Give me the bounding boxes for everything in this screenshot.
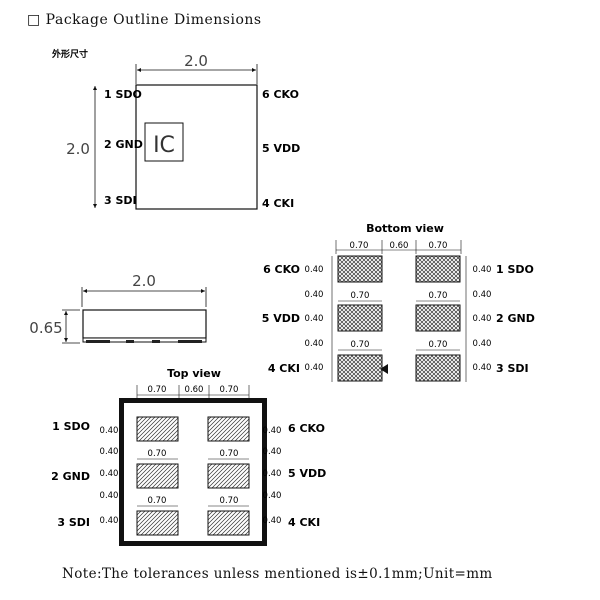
bottom-right-pitch-4: 0.40 [473,339,492,349]
chinese-dimension-label: 外形尺寸 [51,48,88,60]
top-package-outline [119,398,267,546]
bottom-pad-1 [415,255,461,283]
page-title: □ Package Outline Dimensions [27,12,262,28]
outline-pin-5: 5 VDD [262,142,300,155]
bottom-pad-5 [337,304,383,332]
bottom-pad-6 [337,255,383,283]
bottom-view-title: Bottom view [366,222,444,235]
bottom-right-pitch-2: 0.40 [473,290,492,300]
side-width-label: 2.0 [132,272,156,290]
bottom-top-dim-3: 0.70 [429,241,448,251]
bottom-pin-1: 1 SDO [496,263,534,276]
top-pad-2 [136,463,179,489]
top-left-pitch-4: 0.40 [100,491,119,501]
side-view: 2.0 0.65 [29,272,207,344]
top-left-pitch-5: 0.40 [100,516,119,526]
top-left-pitch-3: 0.40 [100,469,119,479]
bottom-inner-dim-3: 0.70 [351,340,370,350]
top-pin-2: 2 GND [51,470,90,483]
top-pad-6 [207,416,250,442]
top-pin-6: 6 CKO [288,422,325,435]
top-right-pitch-2: 0.40 [263,447,282,457]
bottom-pin-2: 2 GND [496,312,535,325]
top-right-pitch-5: 0.40 [263,516,282,526]
bottom-top-dim-2: 0.60 [390,241,409,251]
tolerance-note: Note:The tolerances unless mentioned is±… [62,566,493,582]
top-inner-dim-2: 0.70 [220,449,239,459]
bottom-pad-2 [415,304,461,332]
pin1-marker-icon [380,364,388,374]
bottom-left-pitch-3: 0.40 [305,314,324,324]
top-pin-5: 5 VDD [288,467,326,480]
ic-marking-box [144,122,184,162]
side-package-body [82,309,207,339]
bottom-inner-dim-4: 0.70 [429,340,448,350]
outline-height-label: 2.0 [66,140,90,158]
bottom-pad-3 [415,354,461,382]
bottom-pin-3: 3 SDI [496,362,529,375]
bottom-view: Bottom view 0.70 0.60 0.70 0.70 0.70 0.7… [262,222,535,382]
top-inner-dim-3: 0.70 [148,496,167,506]
top-top-dim-1: 0.70 [148,385,167,395]
top-left-pitch-1: 0.40 [100,426,119,436]
top-view-title: Top view [167,367,221,380]
bottom-pin-4: 4 CKI [268,362,300,375]
bottom-inner-dim-1: 0.70 [351,291,370,301]
outline-pin-4: 4 CKI [262,197,294,210]
bottom-top-dim-1: 0.70 [350,241,369,251]
bottom-inner-dim-2: 0.70 [429,291,448,301]
bottom-pad-4 [337,354,383,382]
ic-marking-text: IC [153,133,175,158]
outline-pin-3: 3 SDI [104,194,137,207]
top-pad-5 [207,463,250,489]
top-view: Top view 0.70 0.60 0.70 0.70 0.70 0.70 0… [51,367,326,546]
bottom-left-pitch-4: 0.40 [305,339,324,349]
top-pin-4: 4 CKI [288,516,320,529]
bottom-right-pitch-5: 0.40 [473,363,492,373]
top-pad-3 [136,510,179,536]
bottom-pin-6: 6 CKO [263,263,300,276]
bottom-pin-5: 5 VDD [262,312,300,325]
outline-width-label: 2.0 [184,52,208,70]
outline-view: 外形尺寸 2.0 2.0 1 SDO 2 GND 3 SDI 6 CKO 5 V… [51,48,300,210]
top-top-dim-2: 0.60 [185,385,204,395]
bottom-left-pitch-1: 0.40 [305,265,324,275]
top-right-pitch-4: 0.40 [263,491,282,501]
top-pin-1: 1 SDO [52,420,90,433]
outline-pin-1: 1 SDO [104,88,142,101]
top-top-dim-3: 0.70 [220,385,239,395]
top-pin-3: 3 SDI [57,516,90,529]
top-inner-dim-4: 0.70 [220,496,239,506]
top-inner-dim-1: 0.70 [148,449,167,459]
side-thickness-label: 0.65 [29,319,62,337]
bottom-left-pitch-5: 0.40 [305,363,324,373]
bottom-right-pitch-1: 0.40 [473,265,492,275]
outline-pin-6: 6 CKO [262,88,299,101]
top-pad-1 [136,416,179,442]
outline-pin-2: 2 GND [104,138,143,151]
bottom-left-pitch-2: 0.40 [305,290,324,300]
top-left-pitch-2: 0.40 [100,447,119,457]
top-pad-4 [207,510,250,536]
top-right-pitch-1: 0.40 [263,426,282,436]
bottom-right-pitch-3: 0.40 [473,314,492,324]
top-right-pitch-3: 0.40 [263,469,282,479]
